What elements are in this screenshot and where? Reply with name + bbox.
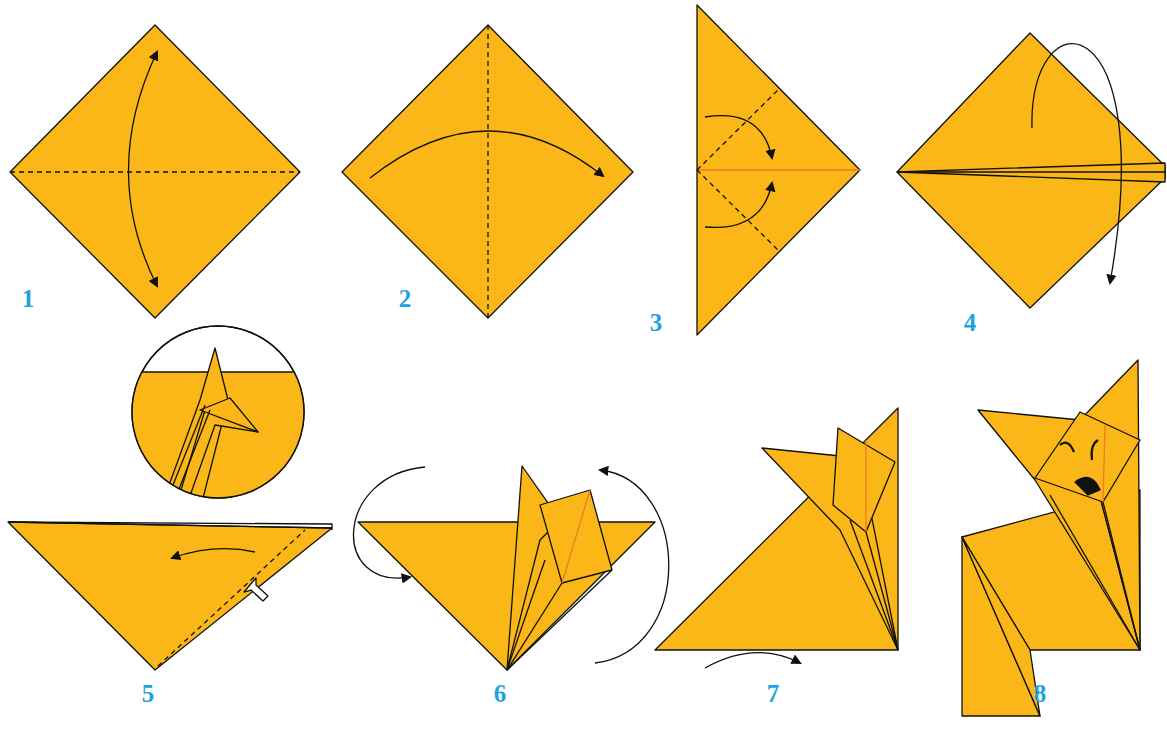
step-number: 6 (494, 681, 507, 706)
step-number: 1 (22, 286, 35, 311)
paper-square (342, 25, 633, 318)
step-number: 4 (964, 310, 977, 335)
paper-triangle (8, 522, 332, 670)
step-number: 7 (767, 681, 780, 706)
paper-triangle (697, 5, 860, 335)
step-number: 2 (399, 286, 412, 311)
paper-folded (897, 33, 1165, 308)
fox-head (540, 490, 612, 583)
fox-body (655, 408, 898, 650)
fox-nose (1075, 478, 1100, 496)
step-number: 8 (1034, 681, 1047, 706)
fox-head (1035, 412, 1140, 502)
paper-triangle (358, 522, 655, 670)
push-pointer (244, 578, 268, 601)
paper-square (10, 25, 300, 318)
step-number: 5 (142, 681, 155, 706)
fox-tail (962, 537, 1040, 716)
fox-head (833, 428, 895, 532)
step-number: 3 (650, 310, 663, 335)
